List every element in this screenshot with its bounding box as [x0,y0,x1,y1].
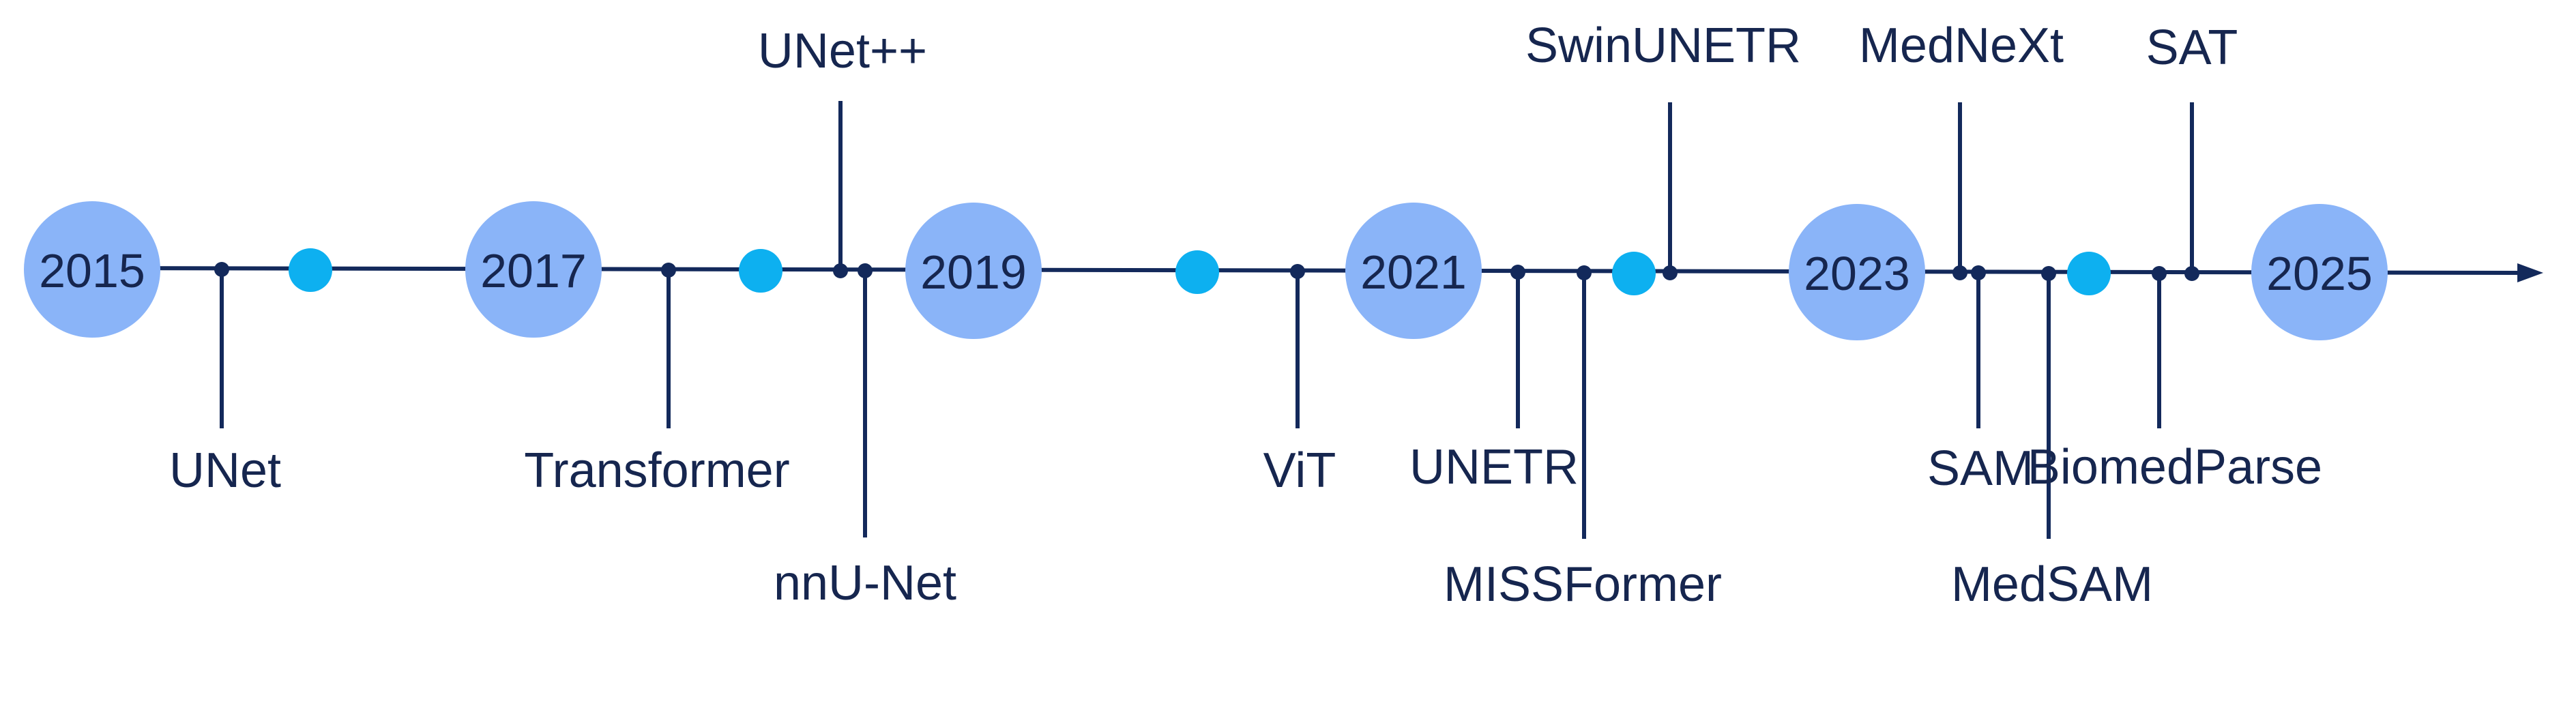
milestone-label: MedNeXt [1859,18,2064,73]
year-label: 2017 [480,244,587,297]
milestone-label: ViT [1263,443,1336,498]
milestone-unet: UNet [169,262,281,498]
half-year-dot [1175,250,1219,294]
milestone-biomedparse: BiomedParse [2028,266,2322,495]
year-label: 2023 [1804,247,1910,300]
milestone-nnunet: nnU-Net [774,263,956,610]
milestone-label: UNETR [1409,440,1579,495]
milestone-label: SwinUNETR [1525,18,1801,73]
half-year-dot [289,248,332,292]
year-label: 2019 [920,246,1027,299]
milestone-sam: SAM [1927,265,2034,496]
milestone-unetpp: UNet++ [758,24,927,278]
milestone-label: UNet [169,443,281,498]
year-node-2015: 2015 [24,201,160,338]
half-year-dot [739,249,782,293]
year-node-2025: 2025 [2251,204,2388,340]
milestone-label: MISSFormer [1444,557,1722,612]
milestone-label: Transformer [524,443,789,498]
year-label: 2025 [2266,247,2373,300]
milestone-sat: SAT [2146,20,2238,281]
milestone-label: SAT [2146,20,2238,75]
milestone-transformer: Transformer [524,263,790,498]
milestone-label: nnU-Net [774,556,956,610]
year-label: 2015 [39,244,145,297]
milestone-missformer: MISSFormer [1444,265,1722,612]
half-year-dot [1612,252,1656,295]
year-node-2021: 2021 [1345,203,1482,339]
milestone-unetr: UNETR [1409,265,1579,495]
milestone-label: SAM [1927,441,2034,496]
milestone-vit: ViT [1263,264,1336,498]
half-year-dot [2067,252,2111,295]
milestone-swinunetr: SwinUNETR [1525,18,1801,280]
arrow-head-icon [2517,263,2543,282]
year-node-2023: 2023 [1789,204,1925,340]
year-node-2019: 2019 [905,203,1042,339]
year-label: 2021 [1360,246,1467,299]
milestone-label: MedSAM [1951,557,2153,612]
milestone-label: UNet++ [758,24,927,78]
milestone-label: BiomedParse [2028,440,2322,495]
year-node-2017: 2017 [465,201,602,338]
milestone-mednext: MedNeXt [1859,18,2064,280]
milestone-medsam: MedSAM [1951,266,2153,612]
